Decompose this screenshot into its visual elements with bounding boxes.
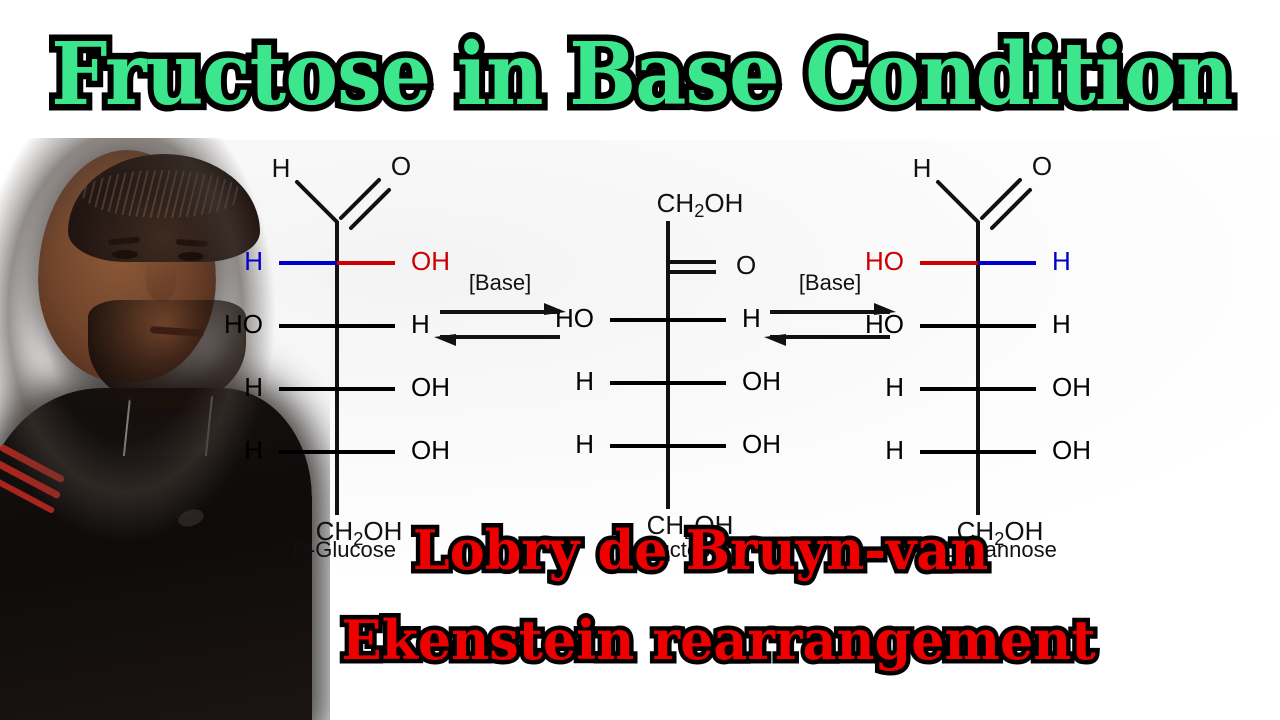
atom-label-left: H bbox=[244, 435, 263, 465]
atom-label-ch2oh-bottom: CH2OH bbox=[647, 510, 734, 543]
bond-aldehyde-h bbox=[295, 180, 339, 224]
atom-label-left: H bbox=[575, 429, 594, 459]
atom-label-right: OH bbox=[411, 246, 450, 276]
arrow-forward-head bbox=[544, 303, 566, 315]
atom-label-right: OH bbox=[1052, 372, 1091, 402]
bond-carbonyl-double-a bbox=[339, 178, 381, 220]
molecule-name-label: D-Glucose bbox=[292, 537, 396, 562]
reagent-label-base: [Base] bbox=[469, 270, 531, 295]
bond-carbonyl-double-a bbox=[980, 178, 1022, 220]
atom-label-right: H bbox=[742, 303, 761, 333]
atom-label-right: OH bbox=[742, 429, 781, 459]
equilibrium-arrow-2: [Base] bbox=[764, 270, 896, 346]
atom-label-right: H bbox=[411, 309, 430, 339]
molecule-name-label: D-Fructose bbox=[614, 537, 723, 562]
atom-label-right: OH bbox=[411, 372, 450, 402]
atom-label-o: O bbox=[391, 151, 411, 181]
arrow-forward-head bbox=[874, 303, 896, 315]
atom-label-left: HO bbox=[865, 246, 904, 276]
atom-label-o: O bbox=[1032, 151, 1052, 181]
atom-label-left: H bbox=[244, 246, 263, 276]
bond-carbonyl-double-b bbox=[990, 188, 1032, 230]
atom-label-left: H bbox=[244, 372, 263, 402]
atom-label-left: H bbox=[885, 435, 904, 465]
atom-label-right: OH bbox=[742, 366, 781, 396]
atom-label-h: H bbox=[913, 153, 932, 183]
bond-aldehyde-h bbox=[936, 180, 980, 224]
atom-label-left: H bbox=[885, 372, 904, 402]
atom-label-right: H bbox=[1052, 309, 1071, 339]
atom-label-ch2oh-bottom: CH2OH bbox=[957, 516, 1044, 549]
atom-label-left: HO bbox=[224, 309, 263, 339]
atom-label-left: HO bbox=[555, 303, 594, 333]
overlay-text-line-2: Ekenstein rearrangement bbox=[337, 604, 1100, 677]
equilibrium-arrow-1: [Base] bbox=[434, 270, 566, 346]
page-title: Fructose in Base Condition bbox=[45, 18, 1239, 132]
overlay-text-line-1: Lobry de Bruyn-van bbox=[409, 514, 993, 587]
arrow-reverse-head bbox=[434, 334, 456, 346]
reagent-label-base: [Base] bbox=[799, 270, 861, 295]
atom-label-right: OH bbox=[1052, 435, 1091, 465]
atom-label-right: OH bbox=[411, 435, 450, 465]
atom-label-ch2oh-top: CH2OH bbox=[657, 188, 744, 221]
atom-label-h: H bbox=[272, 153, 291, 183]
diagram-background bbox=[190, 140, 1280, 570]
bond-carbonyl-double-b bbox=[349, 188, 391, 230]
atom-label-right: H bbox=[1052, 246, 1071, 276]
molecule-name-label: D-Mannose bbox=[943, 537, 1057, 562]
atom-label-left: H bbox=[575, 366, 594, 396]
arrow-reverse-head bbox=[764, 334, 786, 346]
atom-label-o: O bbox=[736, 250, 756, 280]
